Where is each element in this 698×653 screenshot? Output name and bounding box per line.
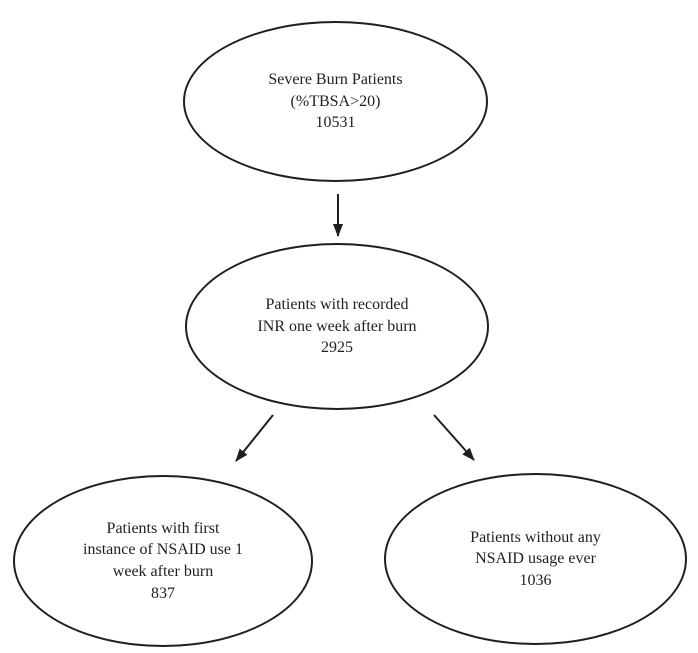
node-no-nsaid-usage: Patients without any NSAID usage ever 10… — [384, 473, 687, 645]
node-label-line: week after burn — [112, 563, 214, 580]
node-label-line: instance of NSAID use 1 — [83, 541, 243, 559]
node-label-line: Patients with recorded — [265, 296, 409, 314]
node-label-line: INR one week after burn — [257, 317, 417, 335]
node-recorded-inr: Patients with recorded INR one week afte… — [185, 243, 489, 410]
arrow-down-right-icon — [433, 414, 475, 461]
node-label-line: Patients with first — [106, 519, 220, 537]
node-severe-burn-patients: Severe Burn Patients (%TBSA>20) 10531 — [183, 21, 488, 182]
arrow-down-left-icon — [235, 414, 274, 462]
node-count: 1036 — [519, 571, 552, 589]
node-label-line: Patients without any — [470, 528, 601, 546]
node-count: 10531 — [315, 114, 356, 132]
node-count: 2925 — [321, 339, 353, 357]
node-label-line: Severe Burn Patients — [268, 71, 403, 89]
node-label-line: NSAID usage ever — [475, 550, 596, 568]
node-count: 837 — [151, 584, 175, 602]
node-label-line: (%TBSA>20) — [290, 92, 381, 110]
node-nsaid-use: Patients with first instance of NSAID us… — [13, 475, 313, 647]
